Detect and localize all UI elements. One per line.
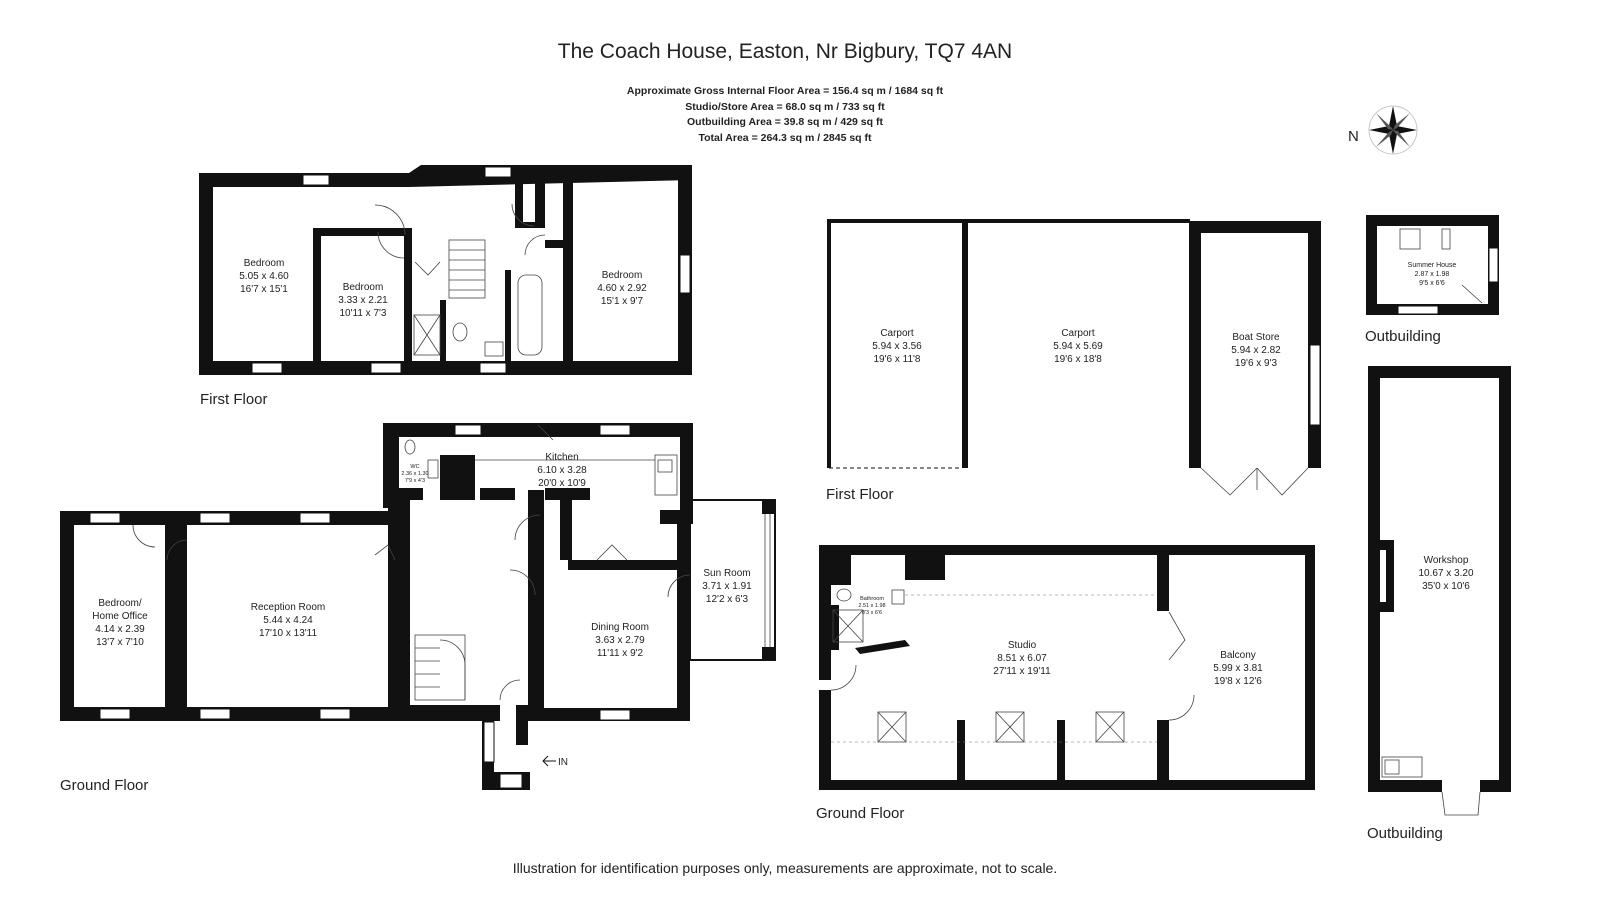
svg-text:12'2 x 6'3: 12'2 x 6'3 — [706, 594, 749, 605]
svg-text:7'9 x 4'3: 7'9 x 4'3 — [405, 478, 425, 484]
compass-north-label: N — [1348, 128, 1359, 145]
wc-label: WC — [410, 464, 419, 470]
compass-rose-icon: N — [1348, 105, 1418, 155]
bathroom-label: Bathroom — [860, 596, 884, 602]
svg-text:5.44 x 4.24: 5.44 x 4.24 — [263, 615, 313, 626]
svg-text:3.63 x 2.79: 3.63 x 2.79 — [595, 635, 645, 646]
svg-text:3.71 x 1.91: 3.71 x 1.91 — [702, 581, 752, 592]
total-area: Total Area = 264.3 sq m / 2845 sq ft — [698, 131, 872, 144]
workshop-plan: Workshop 10.67 x 3.20 35'0 x 10'6 Outbui… — [1367, 366, 1511, 842]
studio-ground-floor-plan: Bathroom 2.51 x 1.98 8'3 x 6'6 Studio 8.… — [816, 545, 1315, 822]
svg-text:8.51 x 6.07: 8.51 x 6.07 — [997, 653, 1047, 664]
svg-text:Home Office: Home Office — [92, 611, 148, 622]
bedroom-2-label: Bedroom — [343, 282, 384, 293]
sun-room-label: Sun Room — [703, 568, 750, 579]
svg-text:6.10 x 3.28: 6.10 x 3.28 — [537, 465, 587, 476]
svg-text:3.33 x 2.21: 3.33 x 2.21 — [338, 295, 388, 306]
svg-text:5.94 x 2.82: 5.94 x 2.82 — [1231, 345, 1281, 356]
svg-text:2.87 x 1.98: 2.87 x 1.98 — [1415, 271, 1450, 278]
svg-text:35'0 x 10'6: 35'0 x 10'6 — [1422, 581, 1470, 592]
svg-text:5.94 x 3.56: 5.94 x 3.56 — [872, 341, 922, 352]
studio-label: Studio — [1008, 640, 1037, 651]
disclaimer-note: Illustration for identification purposes… — [512, 860, 1058, 876]
studio-store-area: Studio/Store Area = 68.0 sq m / 733 sq f… — [685, 100, 885, 113]
svg-text:5.94 x 5.69: 5.94 x 5.69 — [1053, 341, 1103, 352]
bedroom-3-label: Bedroom — [602, 270, 643, 281]
svg-text:5.05 x 4.60: 5.05 x 4.60 — [239, 271, 289, 282]
summer-house-outbuilding-label: Outbuilding — [1365, 328, 1441, 345]
svg-text:19'6 x 18'8: 19'6 x 18'8 — [1054, 354, 1102, 365]
svg-text:2.36 x 1.30: 2.36 x 1.30 — [401, 471, 428, 477]
house-ground-floor-label: Ground Floor — [60, 777, 148, 794]
svg-text:19'6 x 11'8: 19'6 x 11'8 — [873, 354, 920, 365]
summer-house-label: Summer House — [1408, 262, 1457, 269]
balcony-label: Balcony — [1220, 650, 1256, 661]
svg-text:27'11 x 19'11: 27'11 x 19'11 — [993, 666, 1051, 677]
svg-text:15'1 x 9'7: 15'1 x 9'7 — [601, 296, 644, 307]
plan-title: The Coach House, Easton, Nr Bigbury, TQ7… — [557, 40, 1013, 63]
svg-text:5.99 x 3.81: 5.99 x 3.81 — [1213, 663, 1263, 674]
boat-store-label: Boat Store — [1232, 332, 1280, 343]
svg-text:17'10 x 13'11: 17'10 x 13'11 — [259, 628, 318, 639]
svg-text:2.51 x 1.98: 2.51 x 1.98 — [858, 603, 885, 609]
studio-ground-floor-label: Ground Floor — [816, 805, 904, 822]
summer-house-plan: Summer House 2.87 x 1.98 9'5 x 6'6 Outbu… — [1365, 215, 1499, 345]
svg-text:9'5 x 6'6: 9'5 x 6'6 — [1419, 280, 1445, 287]
svg-text:10'11 x 7'3: 10'11 x 7'3 — [339, 308, 386, 319]
workshop-label: Workshop — [1424, 555, 1469, 566]
gross-internal-area: Approximate Gross Internal Floor Area = … — [626, 85, 944, 97]
svg-text:4.60 x 2.92: 4.60 x 2.92 — [597, 283, 647, 294]
entrance-arrow-icon — [542, 755, 556, 767]
house-first-floor-label: First Floor — [200, 391, 268, 408]
svg-text:16'7 x 15'1: 16'7 x 15'1 — [240, 284, 288, 295]
bedroom-office-label: Bedroom/ — [98, 598, 142, 609]
house-first-floor-plan: Bedroom 5.05 x 4.60 16'7 x 15'1 Bedroom … — [199, 165, 692, 408]
svg-text:11'11 x 9'2: 11'11 x 9'2 — [597, 648, 644, 659]
svg-text:13'7 x 7'10: 13'7 x 7'10 — [96, 637, 144, 648]
svg-text:4.14 x 2.39: 4.14 x 2.39 — [95, 624, 145, 635]
entrance-label: IN — [558, 757, 568, 768]
house-ground-floor-plan: WC 2.36 x 1.30 7'9 x 4'3 Kitchen 6.10 x … — [60, 423, 776, 794]
outbuilding-area: Outbuilding Area = 39.8 sq m / 429 sq ft — [687, 116, 883, 128]
svg-text:19'6 x 9'3: 19'6 x 9'3 — [1235, 358, 1278, 369]
carport-1-label: Carport — [880, 328, 914, 339]
kitchen-label: Kitchen — [545, 452, 578, 463]
studio-first-floor-plan: Carport 5.94 x 3.56 19'6 x 11'8 Carport … — [826, 219, 1321, 503]
reception-room-label: Reception Room — [251, 602, 325, 613]
svg-text:20'0 x 10'9: 20'0 x 10'9 — [538, 478, 586, 489]
svg-text:10.67 x 3.20: 10.67 x 3.20 — [1418, 568, 1473, 579]
workshop-outbuilding-label: Outbuilding — [1367, 825, 1443, 842]
studio-first-floor-label: First Floor — [826, 486, 894, 503]
dining-room-label: Dining Room — [591, 622, 649, 633]
svg-text:8'3 x 6'6: 8'3 x 6'6 — [862, 610, 882, 616]
carport-2-label: Carport — [1061, 328, 1095, 339]
area-summary: Approximate Gross Internal Floor Area = … — [0, 84, 1570, 146]
svg-text:19'8 x 12'6: 19'8 x 12'6 — [1214, 676, 1262, 687]
bedroom-1-label: Bedroom — [244, 258, 285, 269]
